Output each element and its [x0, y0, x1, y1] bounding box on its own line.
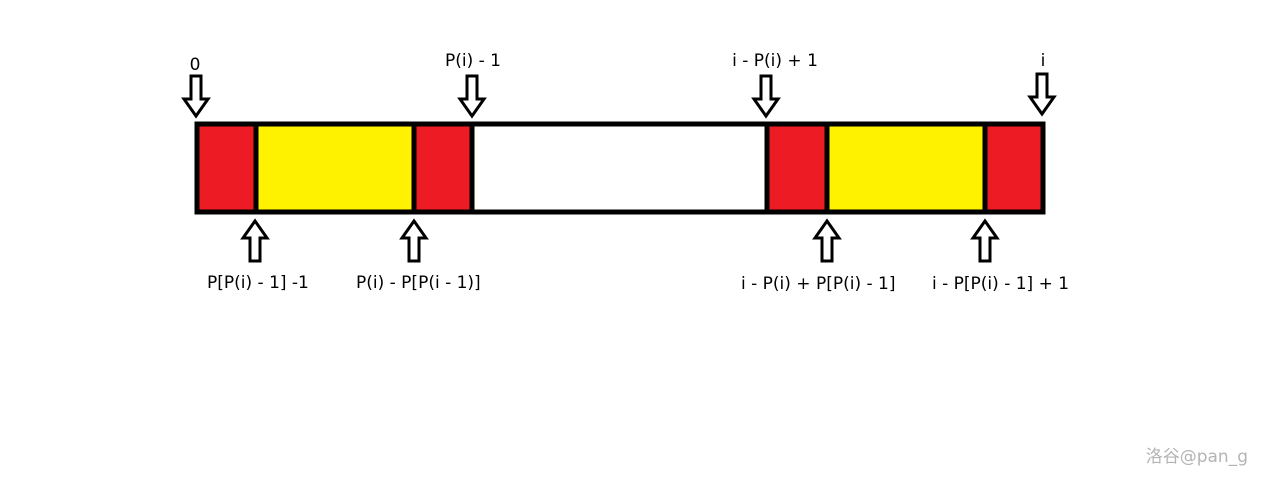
segment-left-red-inner	[411, 121, 475, 215]
segment-right-red-outer	[982, 121, 1046, 215]
label-left-end-index: P(i) - 1	[445, 51, 501, 71]
label-start-index: 0	[190, 55, 201, 75]
segment-right-yellow	[824, 121, 988, 215]
arrow-up-icon	[813, 219, 841, 263]
label-right-inner-end: i - P[P(i) - 1] + 1	[932, 274, 1069, 294]
arrow-up-icon	[241, 219, 269, 263]
label-right-inner-start: i - P(i) + P[P(i) - 1]	[741, 274, 895, 294]
label-left-inner-end: P(i) - P[P(i - 1)]	[356, 273, 481, 293]
watermark: 洛谷@pan_g	[1146, 447, 1248, 467]
arrow-up-icon	[971, 219, 999, 263]
arrow-down-icon	[1028, 72, 1056, 116]
label-end-index: i	[1041, 51, 1046, 71]
arrow-down-icon	[458, 74, 486, 118]
label-right-start-index: i - P(i) + 1	[732, 51, 818, 71]
segment-left-red-outer	[194, 121, 259, 215]
label-left-inner-start: P[P(i) - 1] -1	[207, 273, 309, 293]
arrow-up-icon	[400, 219, 428, 263]
array-bar	[194, 121, 1046, 215]
segment-right-red-inner	[764, 121, 830, 215]
segment-left-yellow	[253, 121, 417, 215]
segment-middle-white	[469, 121, 770, 215]
arrow-down-icon	[182, 74, 210, 118]
arrow-down-icon	[752, 74, 780, 118]
